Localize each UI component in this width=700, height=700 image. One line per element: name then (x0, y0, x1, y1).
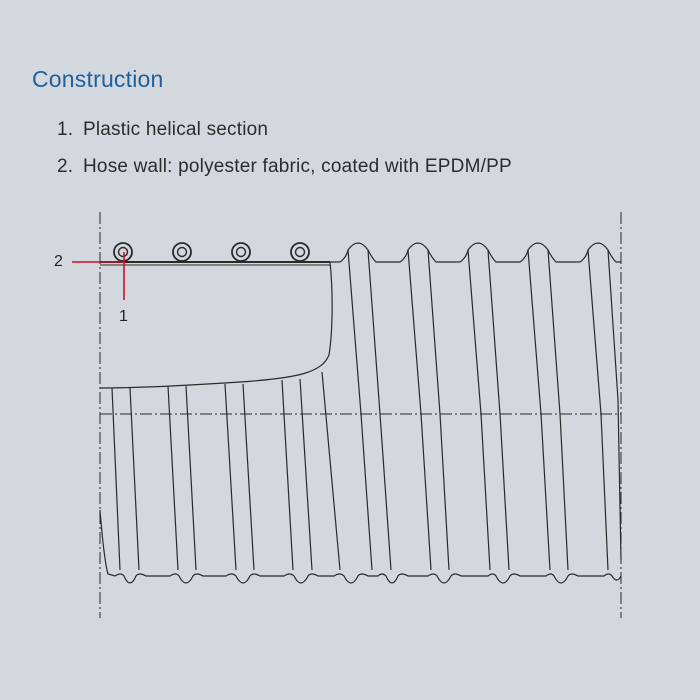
callout-label-2: 2 (54, 253, 63, 270)
callout-leaders (72, 252, 125, 300)
helix-coils (113, 242, 310, 262)
bottom-outline (99, 509, 622, 584)
callout-label-1: 1 (119, 308, 128, 325)
list-item-number: 2. (57, 156, 74, 177)
list-item-number: 1. (57, 119, 74, 140)
hose-wall-section (99, 261, 333, 389)
list-item-text: Hose wall: polyester fabric, coated with… (83, 156, 512, 177)
upper-corrugations (330, 242, 621, 415)
list-item: 1. Plastic helical section (57, 119, 268, 141)
list-item-text: Plastic helical section (83, 119, 269, 140)
list-item: 2. Hose wall: polyester fabric, coated wi… (57, 156, 512, 178)
section-title: Construction (32, 66, 164, 92)
lower-ribs (111, 371, 622, 571)
